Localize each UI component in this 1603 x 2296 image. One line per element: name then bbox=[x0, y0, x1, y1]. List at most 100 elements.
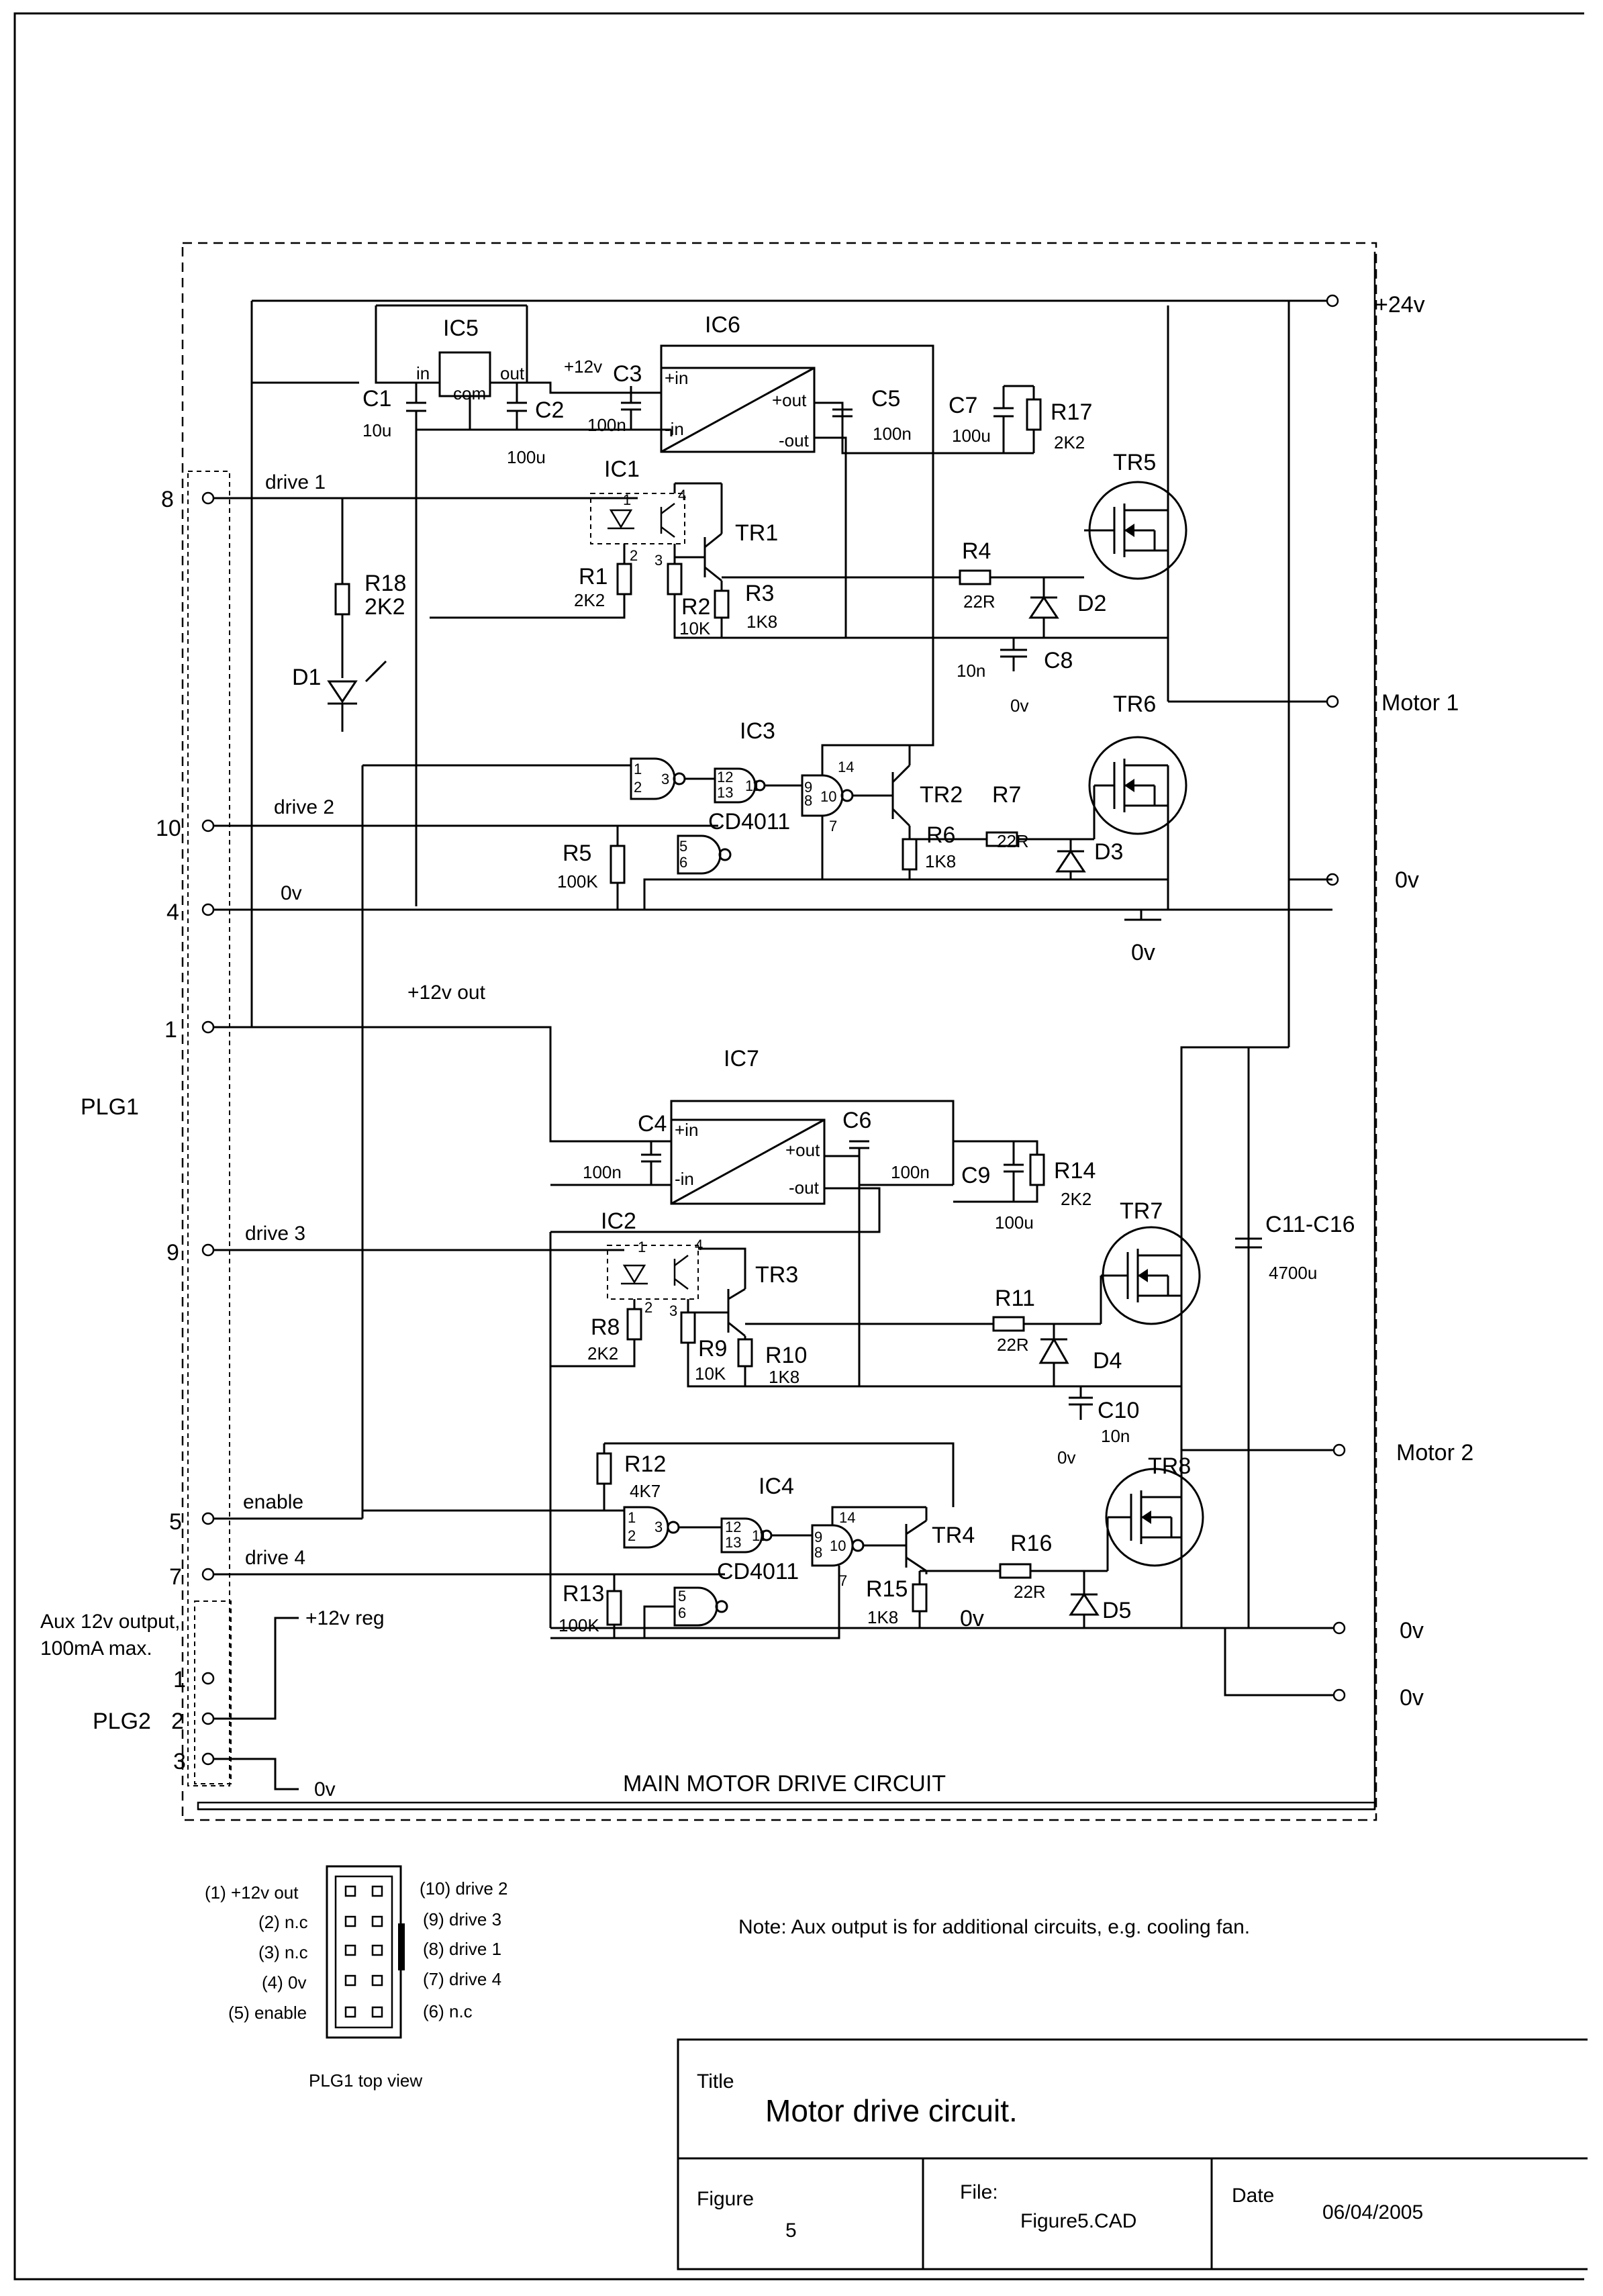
svg-text:1: 1 bbox=[638, 1239, 646, 1255]
svg-text:14: 14 bbox=[839, 1509, 855, 1526]
terminal-0v-3[interactable] bbox=[1332, 1688, 1346, 1702]
label-0v-1: 0v bbox=[1395, 867, 1419, 893]
label-ic7-min: -in bbox=[675, 1169, 694, 1189]
label-C10v: 10n bbox=[1101, 1426, 1130, 1446]
circuit-title: MAIN MOTOR DRIVE CIRCUIT bbox=[623, 1771, 946, 1797]
pl-left-5: (5) enable bbox=[228, 2003, 307, 2023]
pl-right-1: (10) drive 2 bbox=[420, 1878, 508, 1899]
label-C6v: 100n bbox=[891, 1162, 930, 1182]
plg2-wiring bbox=[208, 1617, 299, 1790]
terminal-0v-2[interactable] bbox=[1332, 1621, 1346, 1635]
label-C7: C7 bbox=[949, 393, 977, 418]
svg-text:10: 10 bbox=[830, 1537, 846, 1554]
label-R12v: 4K7 bbox=[630, 1481, 661, 1501]
svg-text:9: 9 bbox=[804, 779, 812, 796]
aux-line2: 100mA max. bbox=[40, 1637, 152, 1660]
label-C10: C10 bbox=[1098, 1398, 1139, 1423]
label-C7v: 100u bbox=[952, 426, 991, 446]
svg-text:6: 6 bbox=[678, 1605, 686, 1621]
plg1-outline bbox=[187, 471, 230, 1786]
terminal-nodes bbox=[201, 294, 1346, 1766]
label-IC5: IC5 bbox=[443, 316, 479, 341]
pin-4: 4 bbox=[166, 900, 179, 925]
plg1-top-view-drawing bbox=[326, 1865, 405, 2039]
labels: +24v Motor 1 0v Motor 2 0v 0v 8 drive 1 … bbox=[40, 292, 1473, 2242]
label-TR2: TR2 bbox=[920, 782, 963, 808]
pl-left-3: (3) n.c bbox=[258, 1942, 308, 1962]
svg-text:13: 13 bbox=[717, 784, 733, 801]
plg2-pin-1: 1 bbox=[173, 1667, 186, 1692]
label-TR7: TR7 bbox=[1120, 1198, 1163, 1224]
svg-text:4: 4 bbox=[695, 1237, 703, 1253]
svg-text:5: 5 bbox=[678, 1588, 686, 1605]
label-C4v: 100n bbox=[583, 1162, 622, 1182]
date-value: 06/04/2005 bbox=[1322, 2201, 1423, 2223]
label-R7: R7 bbox=[992, 782, 1021, 808]
svg-text:7: 7 bbox=[839, 1572, 847, 1589]
svg-text:11: 11 bbox=[752, 1527, 767, 1544]
svg-text:3: 3 bbox=[654, 1519, 663, 1535]
label-R13: R13 bbox=[563, 1581, 604, 1607]
plg2-pin-2: 2 bbox=[171, 1709, 184, 1734]
label-R14: R14 bbox=[1054, 1158, 1096, 1184]
label-C3: C3 bbox=[613, 361, 642, 387]
label-TR8: TR8 bbox=[1148, 1453, 1191, 1479]
pin-5: 5 bbox=[169, 1509, 182, 1535]
plg2-pin-3: 3 bbox=[173, 1749, 186, 1774]
label-ic5-com: com bbox=[453, 383, 486, 403]
label-C6: C6 bbox=[842, 1108, 871, 1133]
terminal-motor1[interactable] bbox=[1326, 695, 1339, 708]
label-R15: R15 bbox=[866, 1576, 908, 1602]
label-C4: C4 bbox=[638, 1111, 667, 1137]
figure-value: 5 bbox=[785, 2219, 797, 2242]
svg-text:6: 6 bbox=[679, 854, 687, 871]
label-CD4011b: CD4011 bbox=[717, 1559, 799, 1584]
pl-right-2: (9) drive 3 bbox=[423, 1909, 501, 1929]
label-0v-ground: 0v bbox=[1131, 940, 1155, 965]
label-IC1: IC1 bbox=[604, 457, 640, 482]
label-R3: R3 bbox=[745, 581, 774, 606]
svg-text:3: 3 bbox=[654, 552, 663, 569]
label-R15v: 1K8 bbox=[867, 1607, 898, 1627]
label-D5: D5 bbox=[1102, 1598, 1131, 1623]
signal-enable: enable bbox=[243, 1491, 303, 1513]
label-TR6: TR6 bbox=[1113, 691, 1156, 717]
label-D3: D3 bbox=[1094, 839, 1123, 865]
label-IC4: IC4 bbox=[759, 1474, 794, 1499]
svg-text:11: 11 bbox=[745, 777, 761, 794]
label-R2v: 10K bbox=[679, 618, 711, 638]
label-C9v: 100u bbox=[995, 1212, 1034, 1233]
label-C1: C1 bbox=[362, 386, 391, 412]
pin-10: 10 bbox=[156, 816, 181, 841]
label-C8z: 0v bbox=[1010, 696, 1028, 716]
terminal-24v[interactable] bbox=[1326, 294, 1339, 307]
label-D4: D4 bbox=[1093, 1348, 1122, 1374]
svg-text:12: 12 bbox=[725, 1519, 741, 1535]
label-R18: R18 bbox=[365, 571, 406, 596]
label-D2: D2 bbox=[1077, 591, 1106, 616]
label-R9: R9 bbox=[698, 1336, 727, 1361]
signal-drive3: drive 3 bbox=[245, 1223, 305, 1245]
label-ic7-mout: -out bbox=[789, 1178, 820, 1198]
label-R2: R2 bbox=[681, 594, 710, 620]
label-C2v: 100u bbox=[507, 447, 546, 467]
pl-right-5: (6) n.c bbox=[423, 2001, 473, 2021]
pin-1: 1 bbox=[164, 1017, 177, 1043]
label-R17v: 2K2 bbox=[1054, 432, 1085, 452]
plg1-label: PLG1 bbox=[81, 1094, 139, 1120]
label-R6v: 1K8 bbox=[925, 851, 956, 871]
terminal-motor2[interactable] bbox=[1332, 1443, 1346, 1457]
pl-right-4: (7) drive 4 bbox=[423, 1969, 501, 1989]
label-IC7: IC7 bbox=[724, 1046, 759, 1071]
label-24v: +24v bbox=[1375, 292, 1425, 318]
sheet-frame bbox=[13, 12, 1584, 2281]
label-R3v: 1K8 bbox=[746, 612, 777, 632]
svg-text:9: 9 bbox=[814, 1529, 822, 1545]
file-label: File: bbox=[960, 2181, 998, 2203]
svg-text:10: 10 bbox=[820, 788, 836, 805]
label-R5v: 100K bbox=[557, 871, 598, 892]
figure-label: Figure bbox=[697, 2188, 754, 2210]
label-C8: C8 bbox=[1044, 648, 1073, 673]
board-outline bbox=[181, 242, 1377, 1821]
label-IC6: IC6 bbox=[705, 312, 740, 338]
